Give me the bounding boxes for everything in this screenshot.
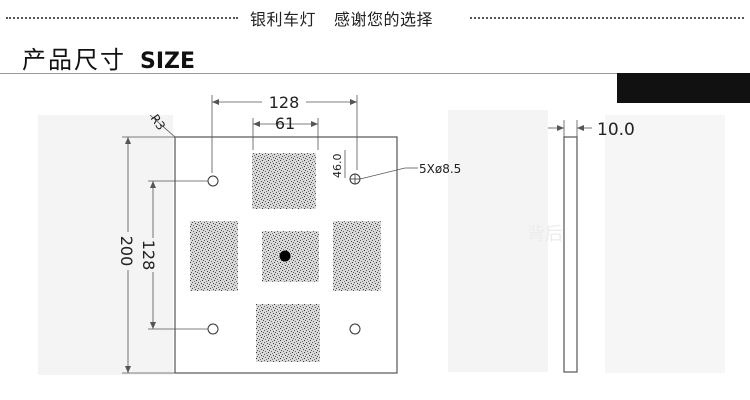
mounting-hole bbox=[207, 323, 219, 335]
led-chip-center bbox=[262, 231, 319, 282]
dim-hole-offset: 46.0 bbox=[331, 154, 344, 179]
plate-side-view bbox=[563, 136, 578, 373]
mounting-hole bbox=[349, 323, 361, 335]
banner-thanks: 感谢您的选择 bbox=[334, 10, 434, 29]
center-dot bbox=[279, 250, 291, 262]
dim-thickness: 10.0 bbox=[597, 120, 635, 140]
dim-hole-spec: 5Xø8.5 bbox=[419, 162, 461, 176]
banner-text: 银利车灯感谢您的选择 bbox=[250, 6, 451, 30]
dim-height-inner: 128 bbox=[139, 240, 158, 271]
section-heading: 产品尺寸 SIZE bbox=[22, 40, 195, 74]
banner-dotted-line-right bbox=[470, 17, 744, 19]
led-chip-right bbox=[333, 221, 381, 291]
background-shape-far-right bbox=[605, 115, 725, 373]
banner-brand: 银利车灯 bbox=[250, 10, 317, 29]
led-chip-top bbox=[252, 153, 316, 209]
heading-divider bbox=[0, 73, 750, 74]
led-chip-left bbox=[190, 221, 238, 291]
dim-width-inner: 61 bbox=[275, 114, 295, 133]
background-shape-right bbox=[448, 110, 548, 372]
watermark: 背后 bbox=[527, 224, 563, 245]
heading-title-en: SIZE bbox=[140, 49, 196, 74]
background-shape-left bbox=[38, 115, 173, 375]
banner-dotted-line-left bbox=[6, 17, 238, 19]
dim-width-overall: 128 bbox=[269, 93, 300, 112]
mounting-hole bbox=[207, 175, 219, 187]
dim-height-overall: 200 bbox=[117, 236, 136, 267]
heading-title-zh: 产品尺寸 bbox=[22, 46, 126, 74]
led-chip-bottom bbox=[256, 304, 320, 362]
header-black-bar bbox=[617, 73, 750, 103]
top-banner: 银利车灯感谢您的选择 bbox=[0, 0, 750, 34]
